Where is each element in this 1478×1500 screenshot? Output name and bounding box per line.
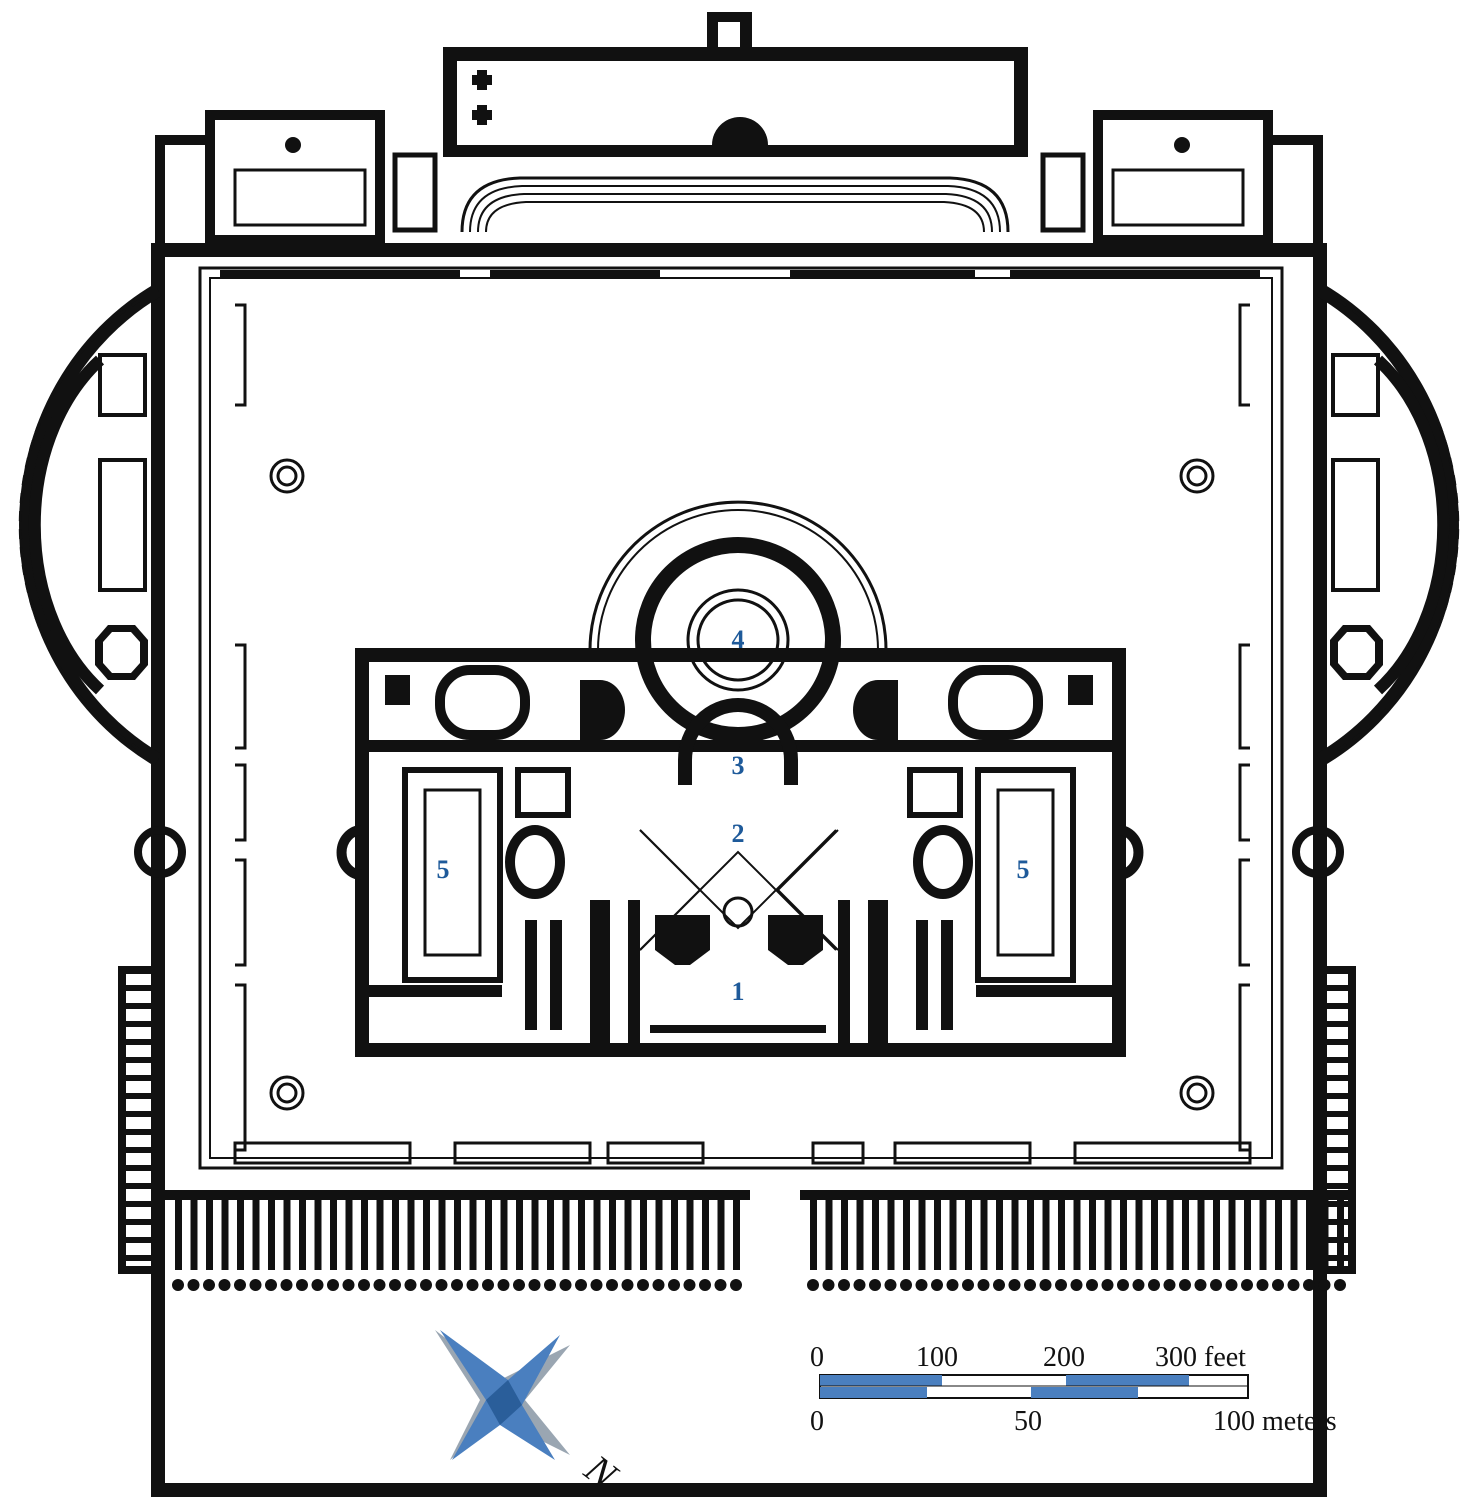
label-room-3: 3 <box>732 751 745 780</box>
compass-rose: N <box>435 1330 627 1499</box>
scale-meters-100: 100 meters <box>1213 1406 1337 1437</box>
scale-meters-0: 0 <box>810 1406 824 1437</box>
label-caldarium: 4 <box>732 625 745 654</box>
label-frigidarium: 1 <box>732 977 745 1006</box>
shop-rows <box>122 985 1355 1291</box>
scale-feet-0: 0 <box>810 1342 824 1373</box>
central-bath-block <box>336 500 1144 1057</box>
scale-meters-50: 50 <box>1014 1406 1042 1437</box>
scale-feet-200: 200 <box>1043 1342 1085 1373</box>
garden-features <box>233 303 1252 1165</box>
scale-bar: 0 100 200 300 feet 0 50 100 meters <box>810 1342 1337 1437</box>
cistern-piers <box>472 70 492 125</box>
label-palaestra-right: 5 <box>1017 855 1030 884</box>
label-palaestra-left: 5 <box>437 855 450 884</box>
label-tepidarium: 2 <box>732 819 745 848</box>
scale-feet-100: 100 <box>916 1342 958 1373</box>
scale-feet-300: 300 feet <box>1155 1342 1246 1373</box>
room-labels: 1 2 3 4 5 5 <box>437 625 1030 1006</box>
